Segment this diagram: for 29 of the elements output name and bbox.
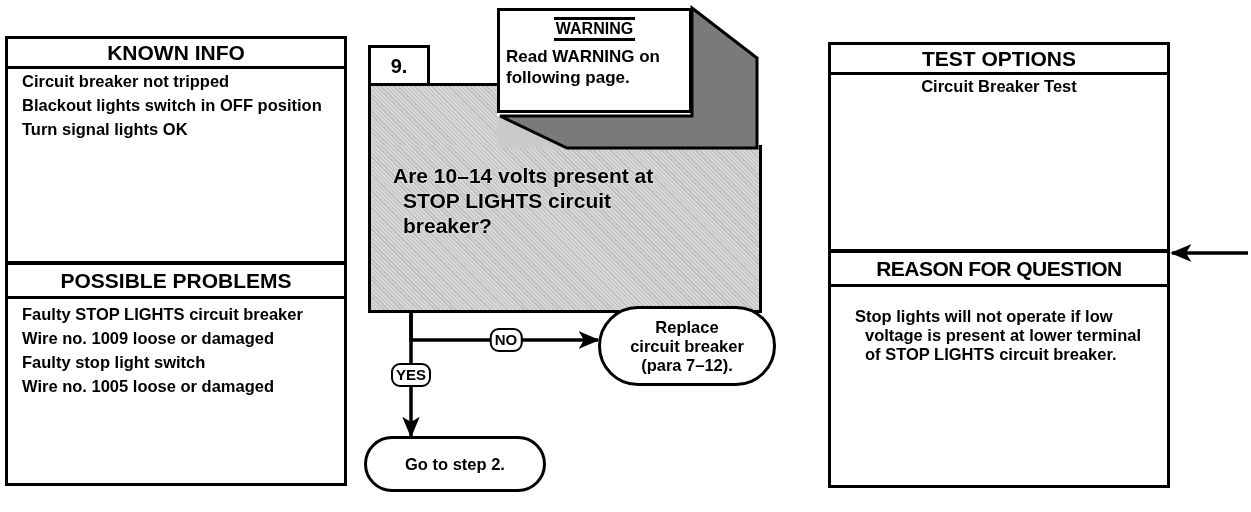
edge-label: NO — [489, 328, 523, 352]
panel-text: Turn signal lights OK — [22, 120, 189, 139]
panel-text: Wire no. 1009 loose or damaged — [22, 329, 275, 348]
question-box — [368, 145, 762, 313]
warning-text: Read WARNING on following page. — [506, 46, 661, 88]
panel-text: Circuit breaker not tripped — [22, 72, 231, 91]
panel-heading: TEST OPTIONS — [831, 45, 1167, 75]
terminal-box: Replace circuit breaker (para 7–12). — [598, 306, 776, 386]
warning-box — [497, 8, 692, 113]
panel-heading: POSSIBLE PROBLEMS — [8, 265, 344, 299]
question-box-tab — [368, 83, 497, 145]
panel-text: Blackout lights switch in OFF position — [22, 96, 323, 115]
panel-heading: KNOWN INFO — [8, 39, 344, 69]
info-panel — [5, 36, 347, 264]
info-panel — [828, 42, 1170, 252]
panel-text: Wire no. 1005 loose or damaged — [22, 377, 275, 396]
warning-heading: WARNING — [553, 17, 636, 41]
panel-heading: REASON FOR QUESTION — [831, 253, 1167, 287]
question-text: Are 10–14 volts present at STOP LIGHTS circuit breaker? — [393, 163, 655, 238]
edge-label: YES — [391, 363, 431, 387]
terminal-box: Go to step 2. — [364, 436, 546, 492]
panel-text: Faulty STOP LIGHTS circuit breaker — [22, 305, 304, 324]
panel-text: Stop lights will not operate if low voltage is present at lower terminal of STOP LIGHTS circuit breaker. — [855, 307, 1142, 364]
panel-text: Faulty stop light switch — [22, 353, 207, 372]
info-panel — [828, 250, 1170, 488]
flow-arrow — [1170, 244, 1248, 262]
panel-text: Circuit Breaker Test — [921, 77, 1077, 96]
info-panel — [5, 262, 347, 486]
step-number-box: 9. — [368, 45, 430, 83]
